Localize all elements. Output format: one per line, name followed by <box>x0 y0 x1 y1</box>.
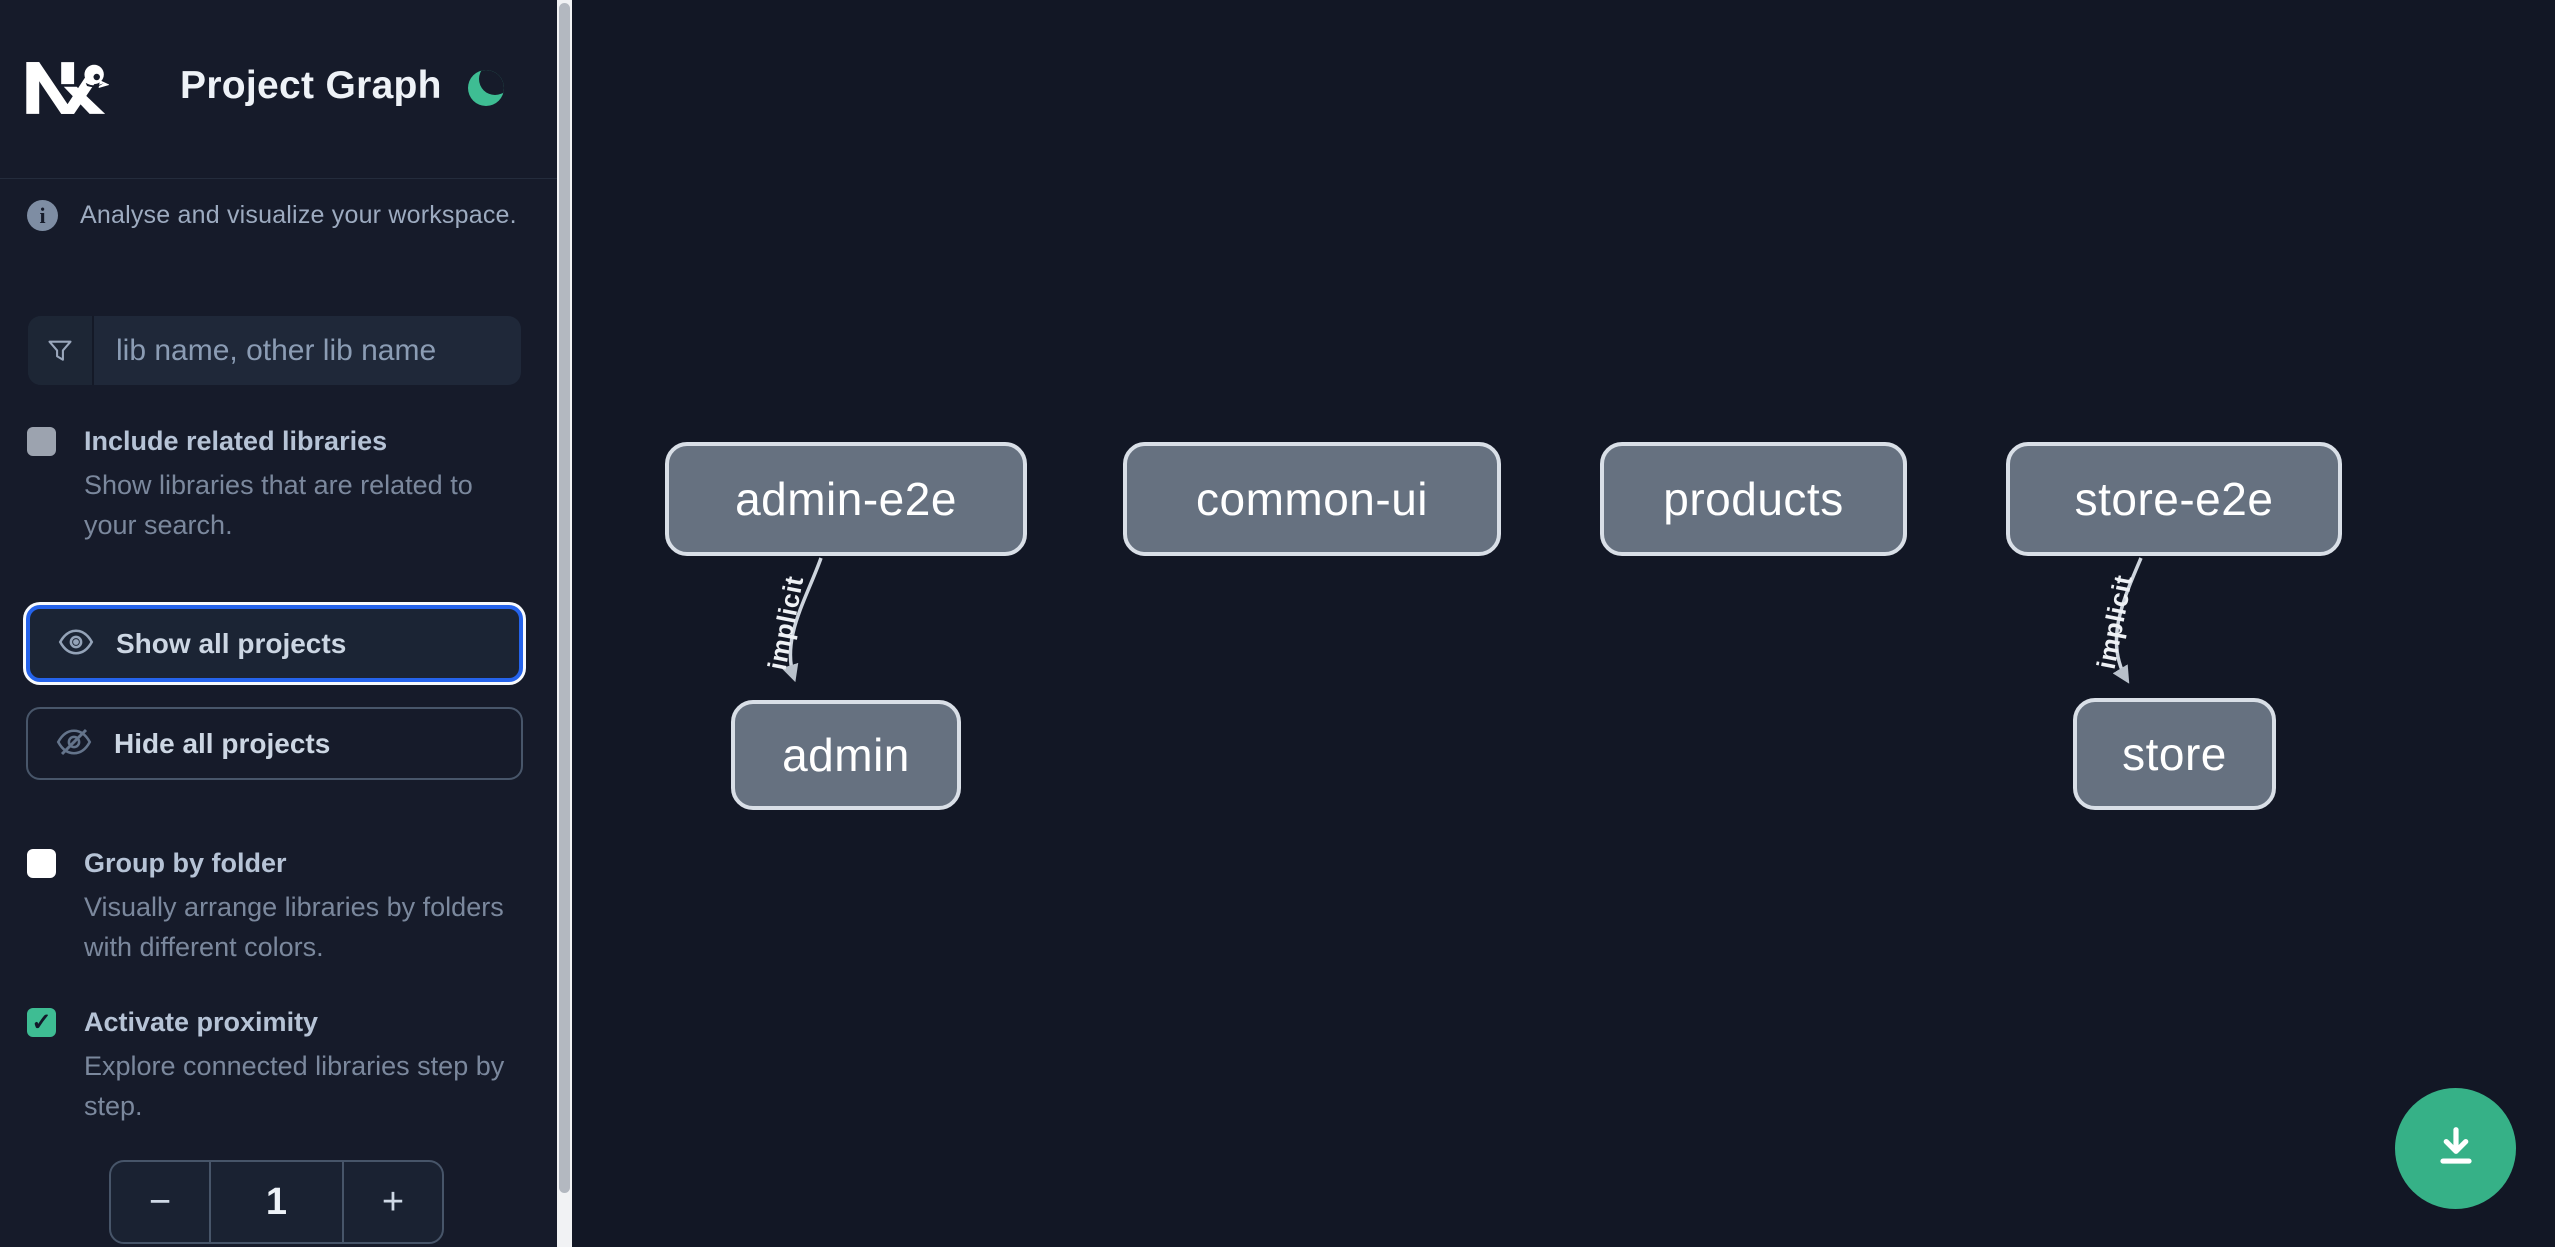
sidebar-scrollbar-thumb[interactable] <box>559 3 570 1193</box>
tagline-text: Analyse and visualize your workspace. <box>80 201 517 229</box>
graph-canvas[interactable] <box>572 0 2555 1247</box>
graph-node-admin[interactable]: admin <box>731 700 961 810</box>
sidebar-scrollbar-track[interactable] <box>557 0 572 1247</box>
download-icon <box>2430 1121 2482 1176</box>
funnel-icon <box>28 316 94 385</box>
decrement-button[interactable]: − <box>111 1162 209 1242</box>
increment-button[interactable]: + <box>344 1162 442 1242</box>
sidebar: Project Graph i Analyse and visualize yo… <box>0 0 557 1247</box>
graph-node-store[interactable]: store <box>2073 698 2276 810</box>
search-box <box>28 316 521 385</box>
option-description: Show libraries that are related to your … <box>84 470 473 540</box>
graph-node-admin-e2e[interactable]: admin-e2e <box>665 442 1027 556</box>
graph-node-store-e2e[interactable]: store-e2e <box>2006 442 2342 556</box>
checkbox-group-by-folder[interactable] <box>27 849 56 878</box>
checkbox-include-related-libraries[interactable] <box>27 427 56 456</box>
proximity-depth-value: 1 <box>209 1162 344 1242</box>
proximity-stepper: − 1 + <box>109 1160 444 1244</box>
show-all-projects-button[interactable]: Show all projects <box>26 605 523 682</box>
graph-node-common-ui[interactable]: common-ui <box>1123 442 1501 556</box>
option-description: Explore connected libraries step by step… <box>84 1051 505 1121</box>
option-include-related-libraries: Include related libraries Show libraries… <box>27 424 532 545</box>
option-group-by-folder: Group by folder Visually arrange librari… <box>27 846 532 967</box>
button-label: Hide all projects <box>114 727 331 759</box>
nx-logo-icon <box>25 48 110 133</box>
button-label: Show all projects <box>116 627 347 659</box>
moon-icon[interactable] <box>468 70 504 106</box>
sidebar-header: Project Graph <box>0 0 557 179</box>
tagline-row: i Analyse and visualize your workspace. <box>27 200 527 231</box>
option-label: Include related libraries <box>84 426 388 456</box>
eye-off-icon <box>56 727 92 760</box>
hide-all-projects-button[interactable]: Hide all projects <box>26 707 523 780</box>
option-activate-proximity: Activate proximity Explore connected lib… <box>27 1005 532 1126</box>
checkbox-activate-proximity[interactable] <box>27 1008 56 1037</box>
download-image-button[interactable] <box>2395 1088 2516 1209</box>
option-description: Visually arrange libraries by folders wi… <box>84 892 504 962</box>
option-label: Activate proximity <box>84 1007 319 1037</box>
info-icon: i <box>27 200 58 231</box>
eye-icon <box>58 627 94 660</box>
option-label: Group by folder <box>84 848 287 878</box>
graph-node-products[interactable]: products <box>1600 442 1907 556</box>
filter-input[interactable] <box>94 316 521 385</box>
page-title: Project Graph <box>180 64 442 107</box>
